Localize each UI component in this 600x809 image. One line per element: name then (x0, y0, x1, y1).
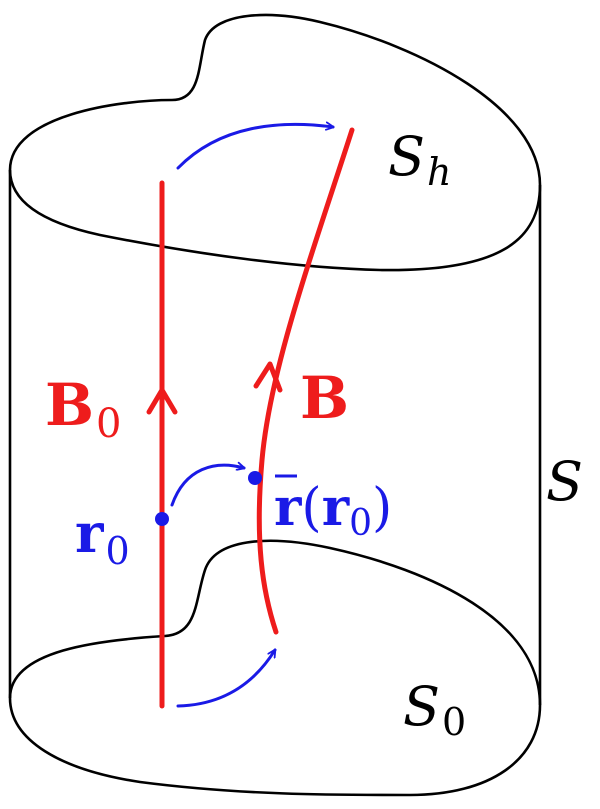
map-arrow-bottom (176, 650, 277, 708)
label-rbar-r0: r(r0) (274, 477, 392, 544)
point-r0 (155, 512, 169, 526)
label-r0: r0 (75, 501, 130, 573)
label-s-side: S (546, 450, 583, 513)
map-arrow-middle (170, 465, 244, 507)
point-rbar (248, 471, 262, 485)
label-s-top: Sh (388, 125, 451, 194)
label-s-bottom: S0 (403, 675, 466, 744)
label-b: B (300, 364, 349, 432)
arrowhead-b (253, 361, 283, 393)
field-lines (159, 127, 355, 709)
arrowhead-b0 (146, 387, 178, 415)
bottom-surface-s0 (8, 539, 542, 797)
map-arrows (170, 124, 333, 708)
points (155, 471, 262, 526)
cylinder-outline (8, 13, 542, 797)
top-surface-sh (8, 13, 542, 272)
field-line-b (256, 127, 355, 635)
label-b0: B0 (45, 371, 121, 447)
field-arrowheads (146, 361, 283, 415)
map-arrow-top (176, 124, 333, 170)
